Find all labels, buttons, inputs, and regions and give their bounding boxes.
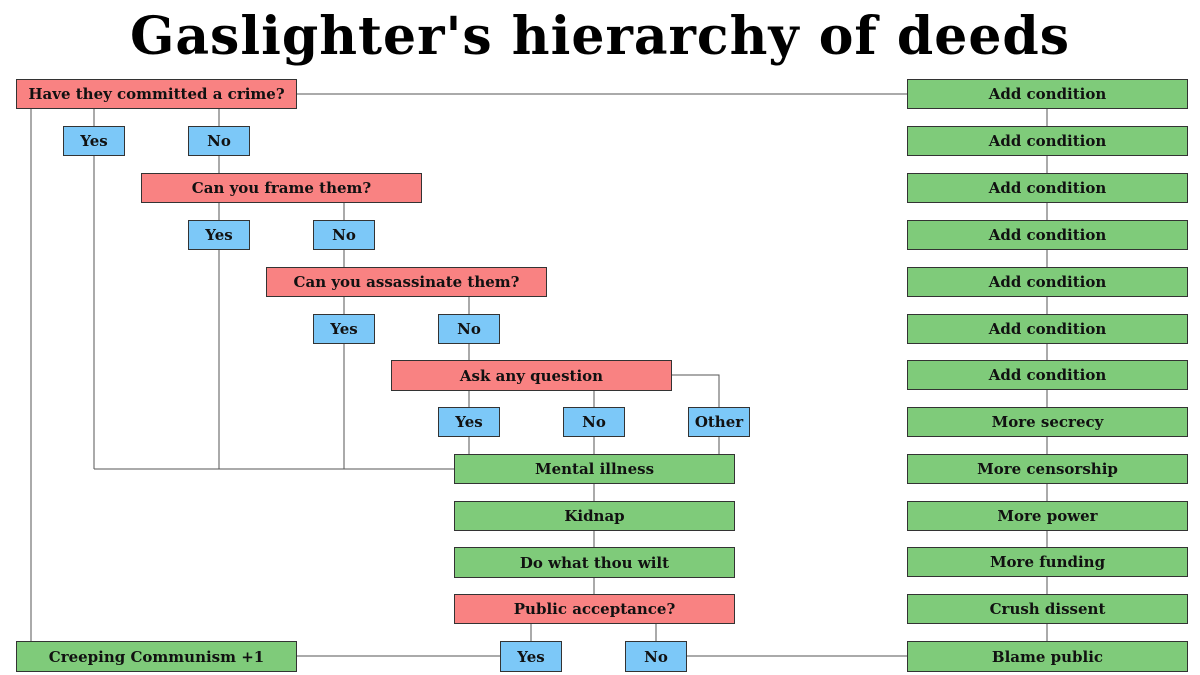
right-column-item: Add condition <box>907 79 1188 109</box>
right-column-item: Crush dissent <box>907 594 1188 624</box>
right-column-item: Add condition <box>907 126 1188 156</box>
creeping-communism-box: Creeping Communism +1 <box>16 641 297 672</box>
frame-yes-box: Yes <box>188 220 250 250</box>
mental-illness-box: Mental illness <box>454 454 735 484</box>
right-column-item: Add condition <box>907 267 1188 297</box>
do-what-thou-wilt-box: Do what thou wilt <box>454 547 735 578</box>
right-column-item: Add condition <box>907 360 1188 390</box>
ask-no-box: No <box>563 407 625 437</box>
assassinate-yes-box: Yes <box>313 314 375 344</box>
right-column-item: Add condition <box>907 220 1188 250</box>
ask-question-box: Ask any question <box>391 360 672 391</box>
frame-question-box: Can you frame them? <box>141 173 422 203</box>
assassinate-question-box: Can you assassinate them? <box>266 267 547 297</box>
right-column-item: Add condition <box>907 173 1188 203</box>
public-acceptance-box: Public acceptance? <box>454 594 735 624</box>
public-no-box: No <box>625 641 687 672</box>
crime-question-box: Have they committed a crime? <box>16 79 297 109</box>
frame-no-box: No <box>313 220 375 250</box>
assassinate-no-box: No <box>438 314 500 344</box>
crime-no-box: No <box>188 126 250 156</box>
right-column-item: Blame public <box>907 641 1188 672</box>
right-column-item: More funding <box>907 547 1188 577</box>
crime-yes-box: Yes <box>63 126 125 156</box>
right-column-item: More censorship <box>907 454 1188 484</box>
ask-yes-box: Yes <box>438 407 500 437</box>
right-column-item: Add condition <box>907 314 1188 344</box>
ask-other-box: Other <box>688 407 750 437</box>
public-yes-box: Yes <box>500 641 562 672</box>
page-title: Gaslighter's hierarchy of deeds <box>129 6 1071 67</box>
kidnap-box: Kidnap <box>454 501 735 531</box>
right-column-item: More power <box>907 501 1188 531</box>
right-column-item: More secrecy <box>907 407 1188 437</box>
